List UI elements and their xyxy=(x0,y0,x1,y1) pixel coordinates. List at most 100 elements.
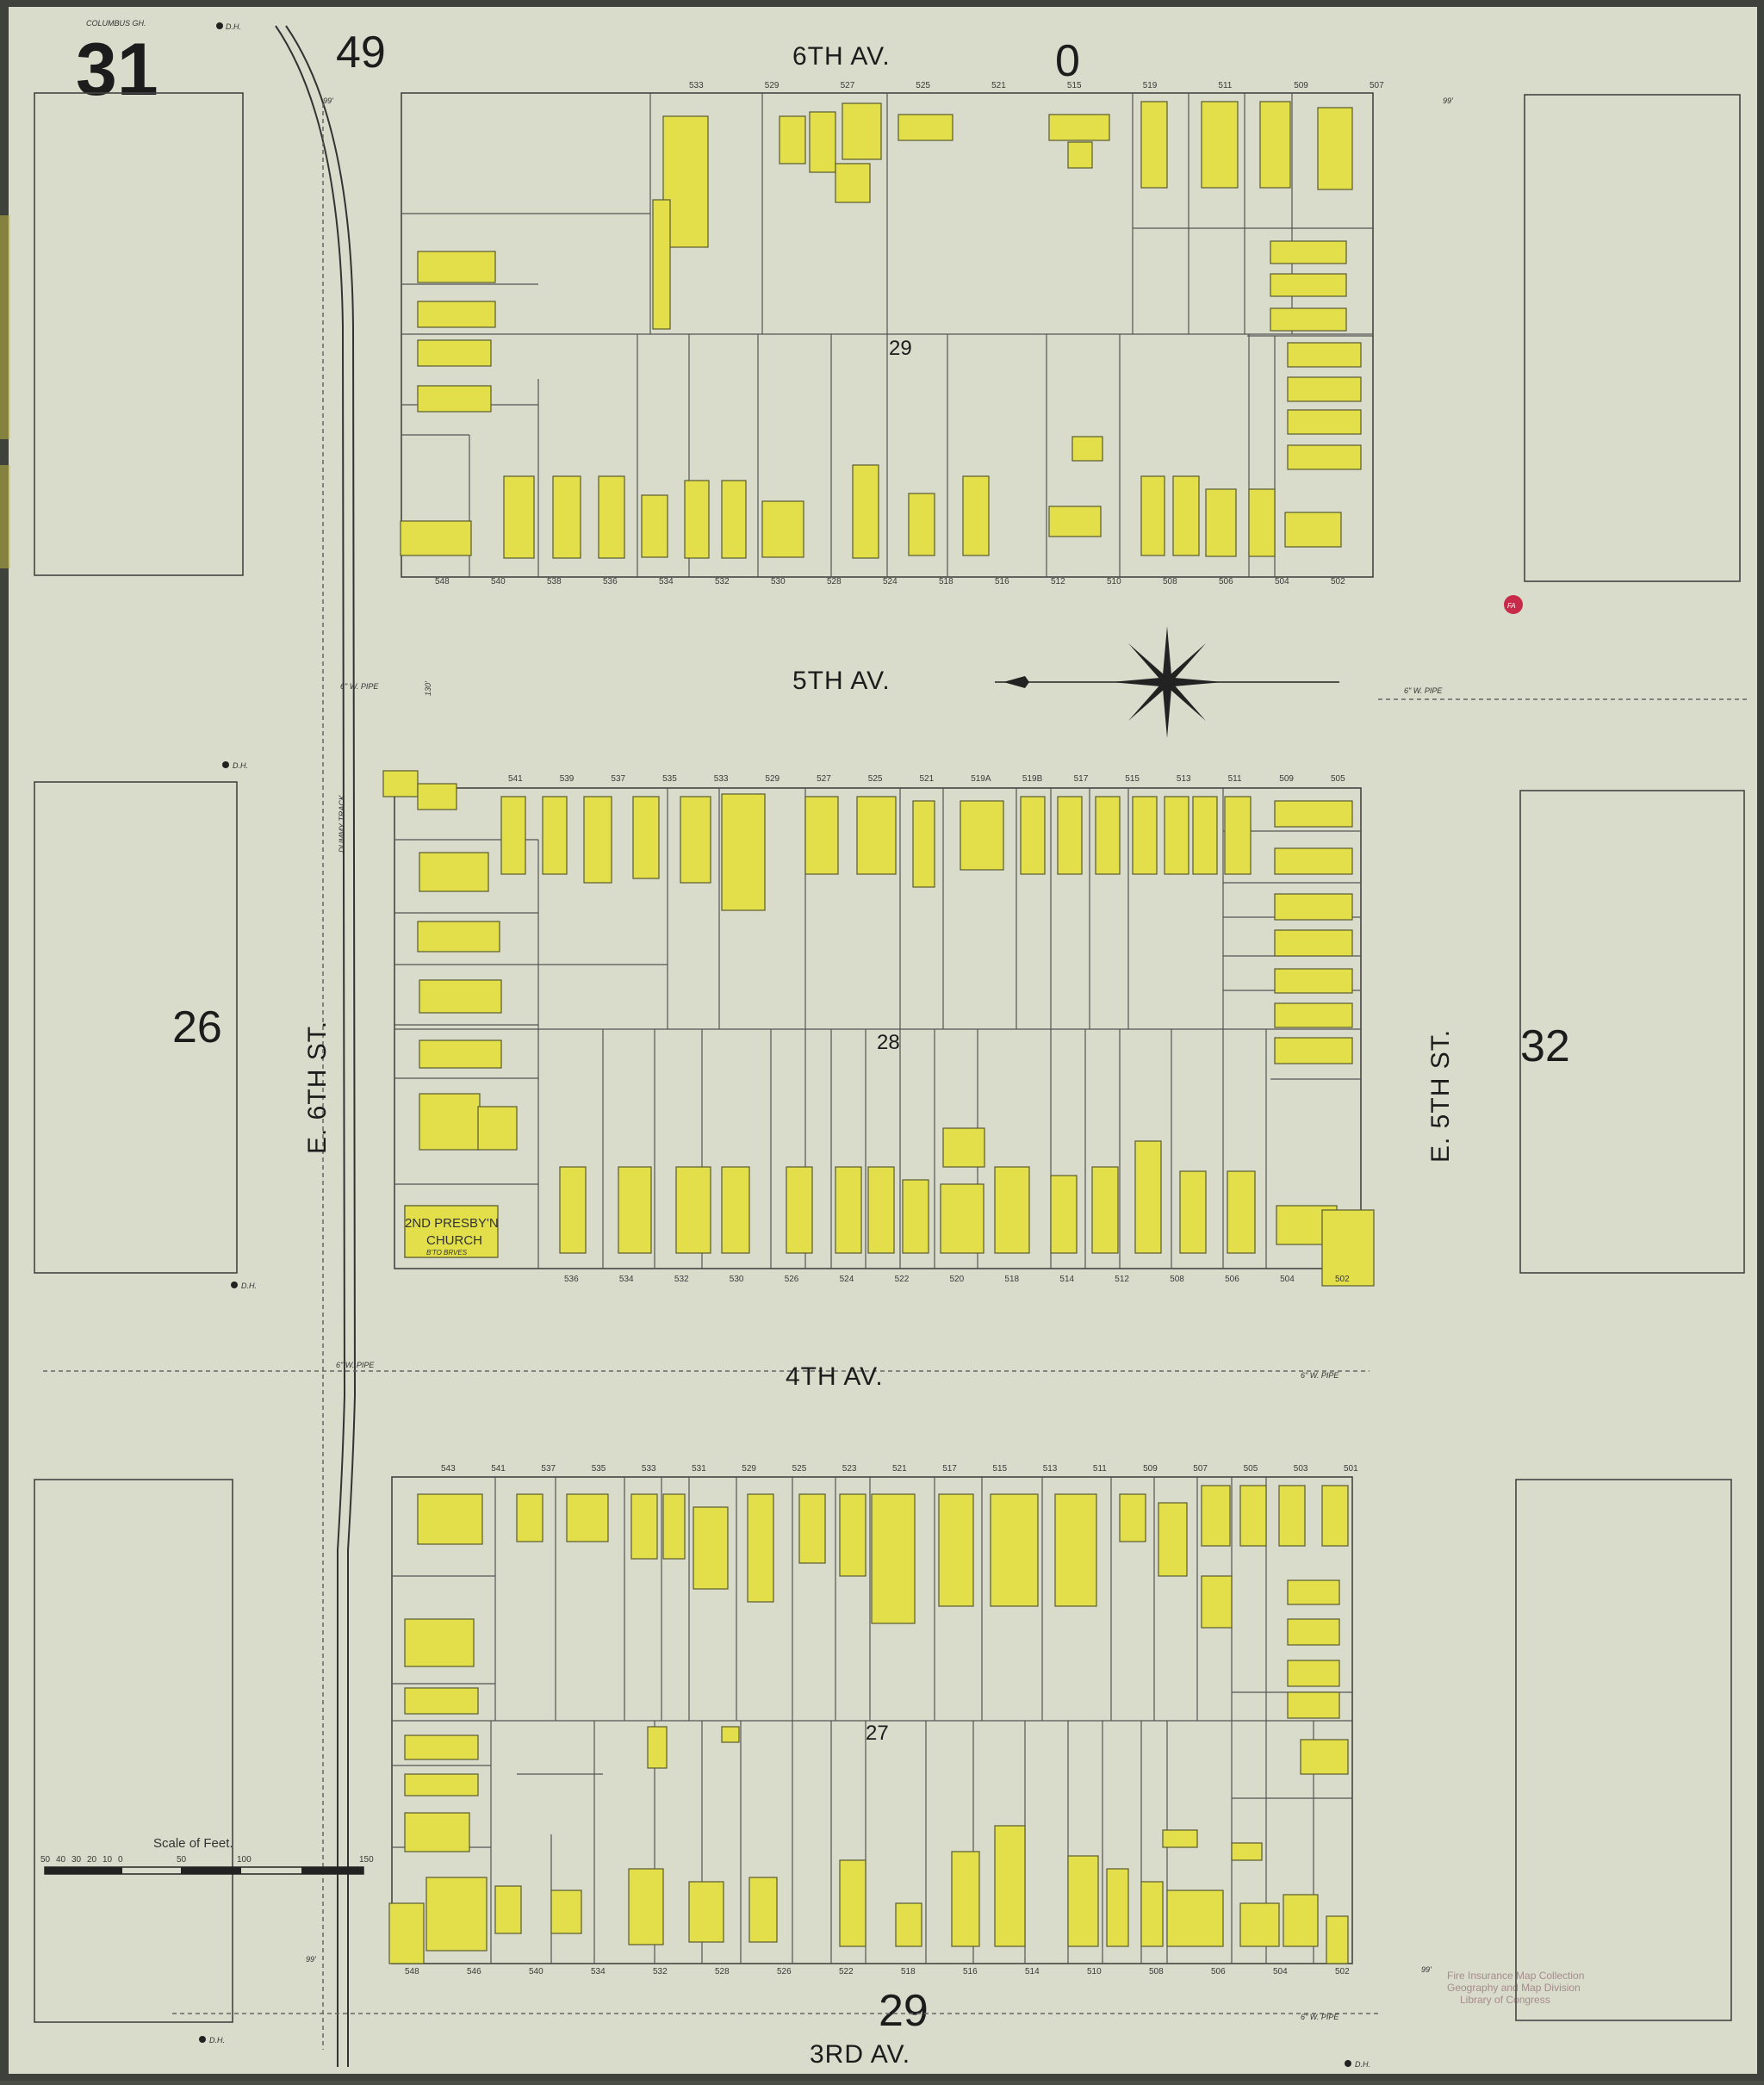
street-e6th: E. 6TH ST. xyxy=(303,1021,332,1154)
adjacent-block-e xyxy=(1519,790,1745,1274)
address-number: 511 xyxy=(1228,774,1242,784)
svg-text:D.H.: D.H. xyxy=(1355,2060,1370,2069)
address-number: 522 xyxy=(895,1275,910,1284)
address-number: 504 xyxy=(1275,577,1289,586)
address-number: 527 xyxy=(841,81,855,90)
address-number: 532 xyxy=(674,1275,689,1284)
street-3rd-av: 3RD AV. xyxy=(810,2040,910,2069)
address-number: 502 xyxy=(1335,1275,1350,1284)
address-number: 522 xyxy=(839,1967,854,1976)
adjacent-sheet-bottom: 29 xyxy=(879,1986,929,2036)
address-number: 519 xyxy=(1143,81,1158,90)
address-number: 548 xyxy=(405,1967,419,1976)
address-number: 526 xyxy=(777,1967,792,1976)
address-number: 535 xyxy=(662,774,677,784)
library-stamp: Fire Insurance Map Collection Geography … xyxy=(1447,1970,1584,2006)
address-number: 502 xyxy=(1331,577,1345,586)
svg-text:D.H.: D.H. xyxy=(241,1281,257,1290)
fire-alarm-icon xyxy=(1504,595,1523,614)
address-number: 506 xyxy=(1225,1275,1239,1284)
address-number: 513 xyxy=(1043,1464,1058,1474)
address-number: 506 xyxy=(1211,1967,1226,1976)
pipe-label-4: 6" W. PIPE xyxy=(1301,1371,1339,1380)
scale-tick-label: 20 xyxy=(87,1855,97,1865)
scale-tick-label: 10 xyxy=(102,1855,113,1865)
address-number: 533 xyxy=(689,81,704,90)
address-number: 508 xyxy=(1170,1275,1184,1284)
church-building xyxy=(404,1205,499,1258)
street-6th-av: 6TH AV. xyxy=(792,42,891,71)
pipe-label-2: 6" W. PIPE xyxy=(1404,686,1443,695)
address-number: 509 xyxy=(1279,774,1294,784)
block-number-28: 28 xyxy=(877,1031,900,1054)
address-number: 537 xyxy=(541,1464,556,1474)
adjacent-block-ne xyxy=(1524,94,1741,582)
scale-tick-label: 40 xyxy=(56,1855,66,1865)
address-number: 515 xyxy=(992,1464,1007,1474)
address-number: 532 xyxy=(715,577,730,586)
address-number: 501 xyxy=(1344,1464,1358,1474)
address-number: 508 xyxy=(1149,1967,1164,1976)
paper xyxy=(9,7,1757,2074)
church-label-2: CHURCH xyxy=(426,1233,482,1248)
address-number: 512 xyxy=(1051,577,1065,586)
address-number: 533 xyxy=(714,774,729,784)
address-number: 535 xyxy=(592,1464,606,1474)
address-number: 520 xyxy=(950,1275,965,1284)
svg-text:Geography and Map Division: Geography and Map Division xyxy=(1447,1982,1581,1994)
width-note-5: 130' xyxy=(424,681,432,696)
address-number: 507 xyxy=(1370,81,1384,90)
street-4th-av: 4TH AV. xyxy=(786,1362,884,1391)
address-number: 526 xyxy=(785,1275,799,1284)
street-5th-av: 5TH AV. xyxy=(792,667,891,695)
address-number: 540 xyxy=(529,1967,543,1976)
svg-text:D.H.: D.H. xyxy=(209,2036,225,2045)
address-number: 509 xyxy=(1143,1464,1158,1474)
address-number: 538 xyxy=(547,577,562,586)
address-number: 528 xyxy=(827,577,842,586)
address-number: 518 xyxy=(939,577,953,586)
address-number: 541 xyxy=(508,774,523,784)
address-number: 515 xyxy=(1067,81,1082,90)
address-number: 514 xyxy=(1025,1967,1040,1976)
dh-markers: D.H. D.H. D.H. D.H. D.H. xyxy=(199,22,1370,2069)
address-number: 528 xyxy=(715,1967,730,1976)
address-number: 514 xyxy=(1059,1275,1074,1284)
svg-text:D.H.: D.H. xyxy=(226,22,241,31)
dummy-track-line xyxy=(275,25,346,2067)
adjacent-sheet-top: 49 xyxy=(336,28,386,78)
address-number: 524 xyxy=(840,1275,854,1284)
columbus-label: COLUMBUS GH. xyxy=(86,19,146,28)
svg-text:Fire Insurance Map Collection: Fire Insurance Map Collection xyxy=(1447,1970,1584,1982)
address-number: 521 xyxy=(920,774,935,784)
svg-text:D.H.: D.H. xyxy=(233,761,248,770)
address-number: 505 xyxy=(1244,1464,1258,1474)
adjacent-sheet-right: 32 xyxy=(1520,1021,1570,1071)
adjacent-block-nw xyxy=(34,92,244,576)
north-arrow-icon xyxy=(995,626,1339,738)
address-number: 541 xyxy=(491,1464,506,1474)
address-number: 502 xyxy=(1335,1967,1350,1976)
address-number: 532 xyxy=(653,1967,668,1976)
address-number: 543 xyxy=(441,1464,456,1474)
scale-tick-label: 30 xyxy=(71,1855,82,1865)
pipe-label-1: 6" W. PIPE xyxy=(340,682,379,691)
address-number: 530 xyxy=(730,1275,744,1284)
address-number: 524 xyxy=(883,577,898,586)
address-number: 525 xyxy=(868,774,883,784)
width-note-3: 99' xyxy=(306,1955,316,1964)
adjacent-block-sw xyxy=(34,1479,233,2023)
block-29: 29 xyxy=(400,92,1374,578)
pipe-label-3: 6" W. PIPE xyxy=(336,1361,375,1369)
address-number: 516 xyxy=(963,1967,978,1976)
pipe-label-5: 6" W. PIPE xyxy=(1301,2013,1339,2021)
width-note-4: 99' xyxy=(1421,1965,1432,1974)
address-number: 531 xyxy=(692,1464,706,1474)
address-number: 518 xyxy=(1004,1275,1019,1284)
width-note-2: 99' xyxy=(1443,96,1453,105)
